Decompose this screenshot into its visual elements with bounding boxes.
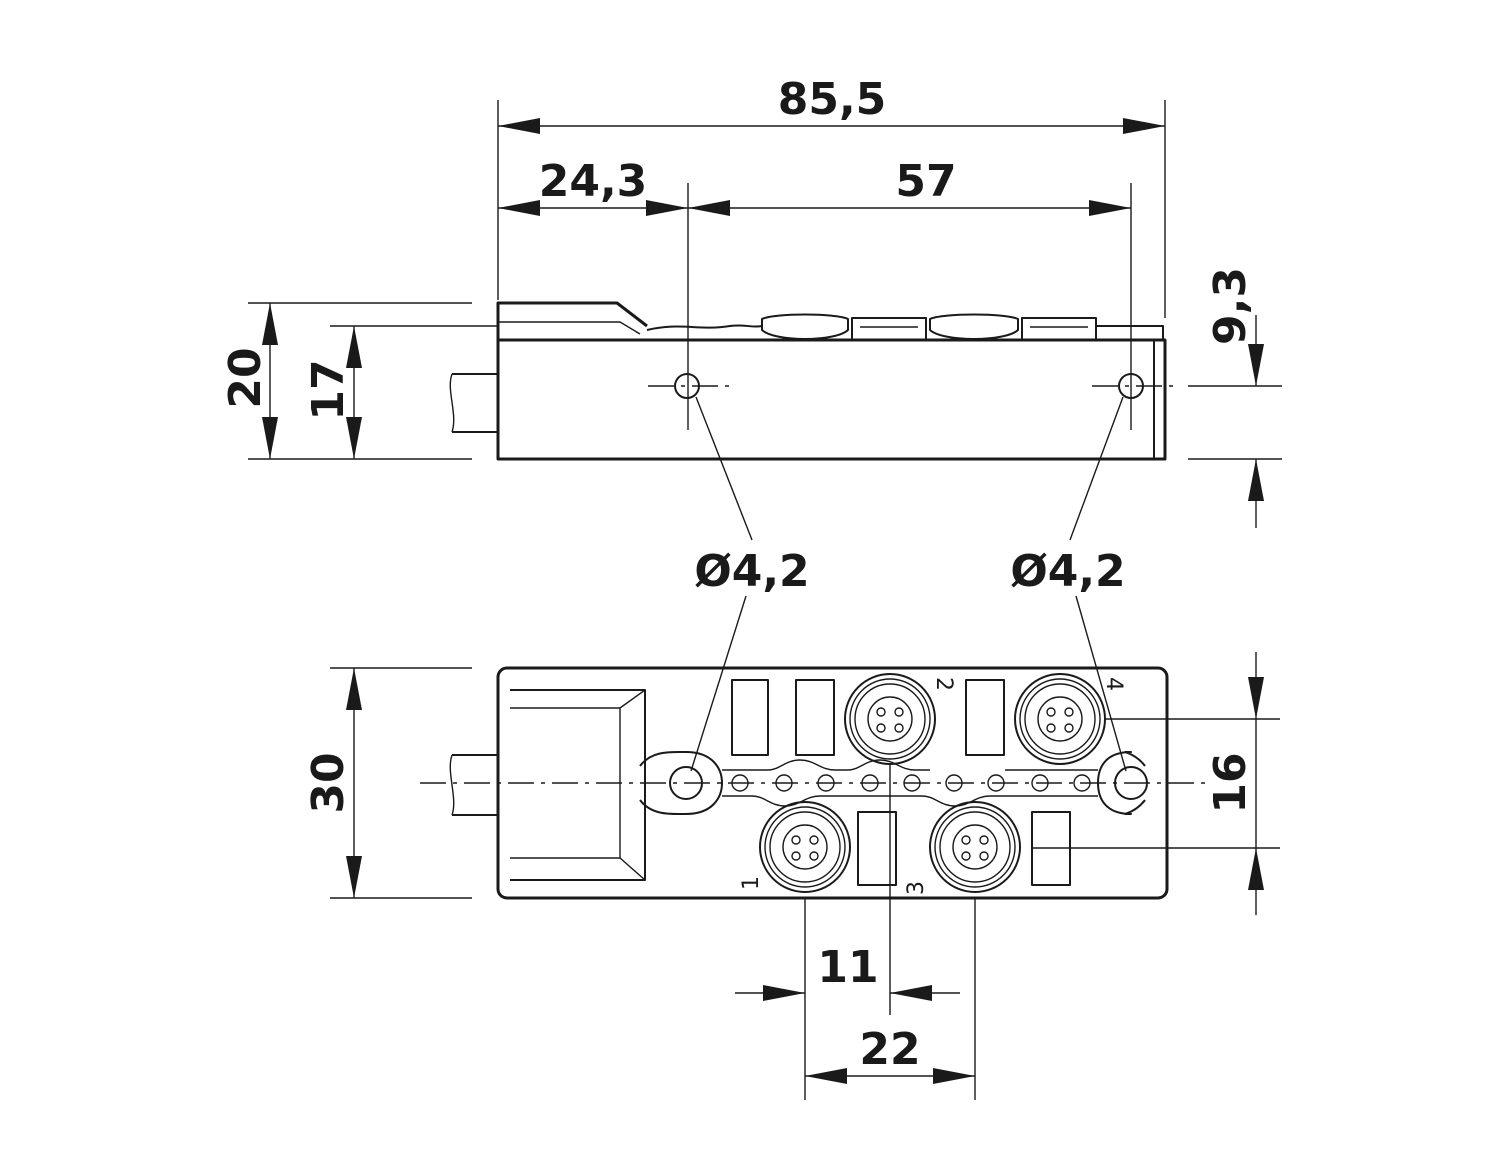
- dim-height-total: 20: [220, 347, 271, 408]
- dim-height-body: 17: [303, 359, 354, 420]
- port-1-connector: [759, 801, 851, 893]
- led-row: [731, 774, 1091, 792]
- top-view: 1 2 3 4: [420, 666, 1280, 900]
- hole-diameter-left: Ø4,2: [694, 546, 809, 597]
- dim-port-row-spacing: 16: [1205, 752, 1256, 813]
- port-3-connector: [929, 801, 1021, 893]
- dim-hole-offset: 24,3: [539, 156, 648, 207]
- side-view: [449, 301, 1175, 461]
- port-label-3: 3: [904, 881, 929, 895]
- dim-hole-spacing: 57: [895, 156, 956, 207]
- dim-port-pitch-half: 11: [817, 942, 878, 993]
- dim-overall-length: 85,5: [778, 74, 887, 125]
- port-label-2: 2: [931, 677, 956, 691]
- port-label-1: 1: [739, 876, 764, 890]
- port-4-connector: [1014, 673, 1106, 765]
- dim-width: 30: [303, 752, 354, 813]
- dimension-labels: 85,5 24,3 57 20 17 9,3 Ø4,2 Ø4,2 30 16 1…: [220, 74, 1256, 1075]
- hole-diameter-right: Ø4,2: [1010, 546, 1125, 597]
- port-label-4: 4: [1101, 677, 1126, 691]
- dim-port-pitch: 22: [859, 1024, 920, 1075]
- dim-hole-height: 9,3: [1205, 267, 1256, 345]
- dimension-lines: [248, 100, 1282, 1100]
- port-2-connector: [844, 673, 936, 765]
